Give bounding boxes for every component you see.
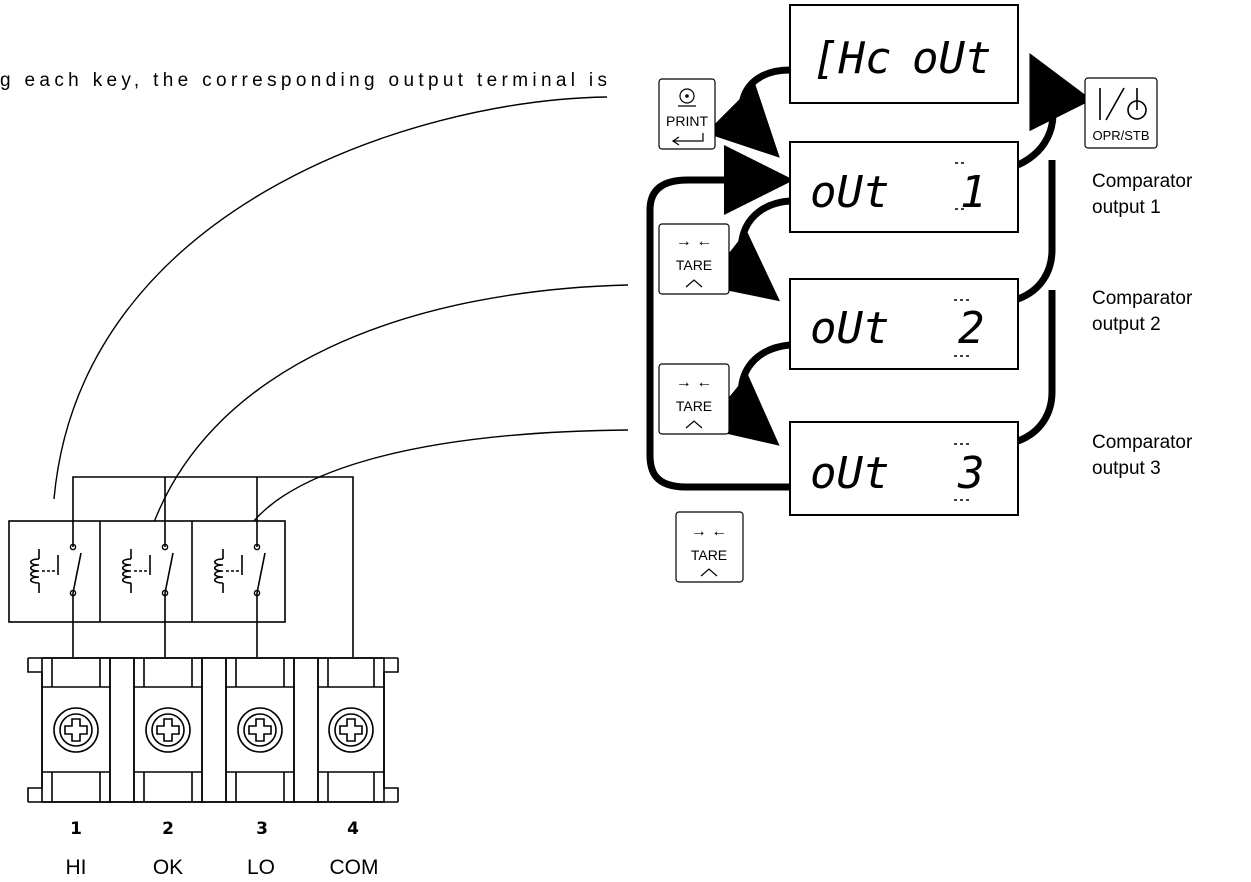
- opr-stb-key[interactable]: OPR/STB: [1084, 77, 1158, 149]
- terminal-block: [27, 657, 399, 803]
- display-0-right: oUt: [912, 33, 991, 84]
- terminal-number-2: 2: [162, 819, 174, 839]
- flow-arrows: [646, 52, 1093, 491]
- terminal-screw-2: [145, 707, 191, 753]
- terminal-number-1: 1: [70, 819, 82, 839]
- blink-marks-1: [955, 162, 964, 210]
- terminal-signal-hi: HI: [66, 856, 87, 879]
- blink-marks-3: [954, 443, 969, 501]
- output-1-line2: output 1: [1092, 197, 1161, 218]
- display-out-2: oUt 2: [789, 278, 1019, 370]
- display-0-left: [Hc: [812, 33, 891, 84]
- arrow-tare-2: [703, 341, 791, 446]
- terminal-screw-4: [328, 707, 374, 753]
- arrow-tare-1: [703, 197, 791, 302]
- leader-line-output-2: [145, 284, 629, 547]
- tare-key-1[interactable]: → ← TARE: [658, 223, 730, 295]
- arrow-print: [705, 66, 791, 158]
- display-2-right: 2: [958, 303, 985, 354]
- output-3-line1: Comparator: [1092, 432, 1193, 453]
- print-icon: [671, 88, 704, 146]
- terminal-screw-1: [53, 707, 99, 753]
- arrow-stb-2: [1016, 160, 1056, 303]
- display-1-right: 1: [960, 167, 987, 218]
- caret-up-icon: [700, 568, 718, 577]
- output-3-line2: output 3: [1092, 458, 1161, 479]
- tare-icon: → ←: [691, 523, 727, 540]
- print-key-label: PRINT: [666, 113, 708, 129]
- tare-icon: → ←: [676, 233, 712, 250]
- output-1-line1: Comparator: [1092, 171, 1193, 192]
- caret-up-icon: [685, 279, 703, 288]
- terminal-signal-ok: OK: [153, 856, 183, 879]
- tare-key-label-3: TARE: [691, 547, 727, 563]
- terminal-number-3: 3: [256, 819, 268, 839]
- display-out-1: oUt 1: [789, 141, 1019, 233]
- leader-lines: [53, 96, 629, 547]
- display-out-3: oUt 3: [789, 421, 1019, 516]
- output-2-line2: output 2: [1092, 314, 1161, 335]
- display-2-left: oUt: [810, 303, 889, 354]
- display-1-left: oUt: [810, 167, 889, 218]
- terminal-number-4: 4: [347, 819, 359, 839]
- terminal-signal-lo: LO: [247, 856, 275, 879]
- arrow-return: [646, 145, 794, 491]
- blink-marks-2: [954, 299, 969, 357]
- tare-key-3[interactable]: → ← TARE: [675, 511, 744, 583]
- terminal-labels: 1 2 3 4 HI OK LO COM: [66, 819, 379, 879]
- tare-icon: → ←: [676, 374, 712, 391]
- common-bus: [72, 476, 354, 657]
- print-key[interactable]: PRINT: [658, 78, 716, 150]
- output-2-line1: Comparator: [1092, 288, 1193, 309]
- leader-line-output-3: [237, 429, 629, 547]
- intro-text: g each key, the corresponding output ter…: [0, 70, 607, 91]
- leader-line-output-1: [53, 96, 608, 500]
- display-3-left: oUt: [810, 448, 889, 499]
- display-chc-out: [Hc oUt: [789, 4, 1019, 104]
- tare-key-label-2: TARE: [676, 398, 712, 414]
- relay-block: [8, 520, 286, 623]
- output-labels: Comparator output 1 Comparator output 2 …: [1092, 171, 1193, 479]
- arrow-opr-stb: [1016, 52, 1093, 169]
- terminal-screw-3: [237, 707, 283, 753]
- tare-key-2[interactable]: → ← TARE: [658, 363, 730, 435]
- tare-key-label-1: TARE: [676, 257, 712, 273]
- display-3-right: 3: [957, 448, 985, 499]
- power-icon: [1099, 87, 1147, 121]
- opr-stb-key-label: OPR/STB: [1092, 128, 1149, 143]
- arrow-stb-3: [1016, 290, 1056, 445]
- caret-up-icon: [685, 420, 703, 429]
- terminal-signal-com: COM: [330, 856, 379, 879]
